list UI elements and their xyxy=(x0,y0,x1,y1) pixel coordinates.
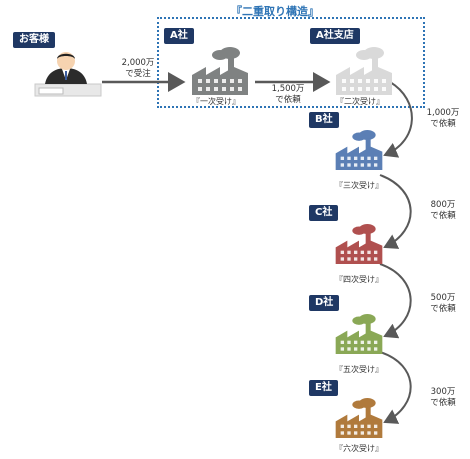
amount-a-to-branch: 1,500万で依頼 xyxy=(271,84,305,105)
company-a-branch-label: A社支店 xyxy=(310,28,360,44)
company-b-label: B社 xyxy=(309,112,339,128)
factory-icon-d xyxy=(335,314,383,354)
amount-b-to-c: 800万で依頼 xyxy=(430,200,456,221)
amount-d-to-e: 300万で依頼 xyxy=(430,387,456,408)
amount-c-to-d: 500万で依頼 xyxy=(430,293,456,314)
company-c-caption: 『四次受け』 xyxy=(335,275,383,284)
company-d-label: D社 xyxy=(309,295,340,311)
factory-icon-c xyxy=(335,224,383,264)
customer-label: お客様 xyxy=(13,32,55,48)
customer-person-icon xyxy=(34,52,102,97)
company-a-caption: 『一次受け』 xyxy=(192,97,240,106)
company-c-label: C社 xyxy=(309,205,339,221)
factory-icon-a-branch xyxy=(336,47,392,95)
company-e-label: E社 xyxy=(309,380,338,396)
arrow-c-to-d xyxy=(379,263,412,339)
company-d-caption: 『五次受け』 xyxy=(335,365,383,374)
arrow-branch-to-b xyxy=(383,81,413,158)
arrow-d-to-e xyxy=(379,351,412,424)
amount-customer-to-a: 2,000万で受注 xyxy=(121,58,155,79)
factory-icon-b xyxy=(335,130,383,170)
company-a-branch-caption: 『二次受け』 xyxy=(336,97,384,106)
company-a-label: A社 xyxy=(164,28,194,44)
double-dipping-group-box xyxy=(157,17,425,108)
factory-icon-a xyxy=(192,47,248,95)
company-e-caption: 『六次受け』 xyxy=(335,444,383,453)
diagram-title: 『二重取り構造』 xyxy=(231,5,319,18)
company-b-caption: 『三次受け』 xyxy=(335,181,383,190)
factory-icon-e xyxy=(335,398,383,438)
arrow-b-to-c xyxy=(379,174,412,249)
amount-branch-to-b: 1,000万で依頼 xyxy=(426,108,460,129)
